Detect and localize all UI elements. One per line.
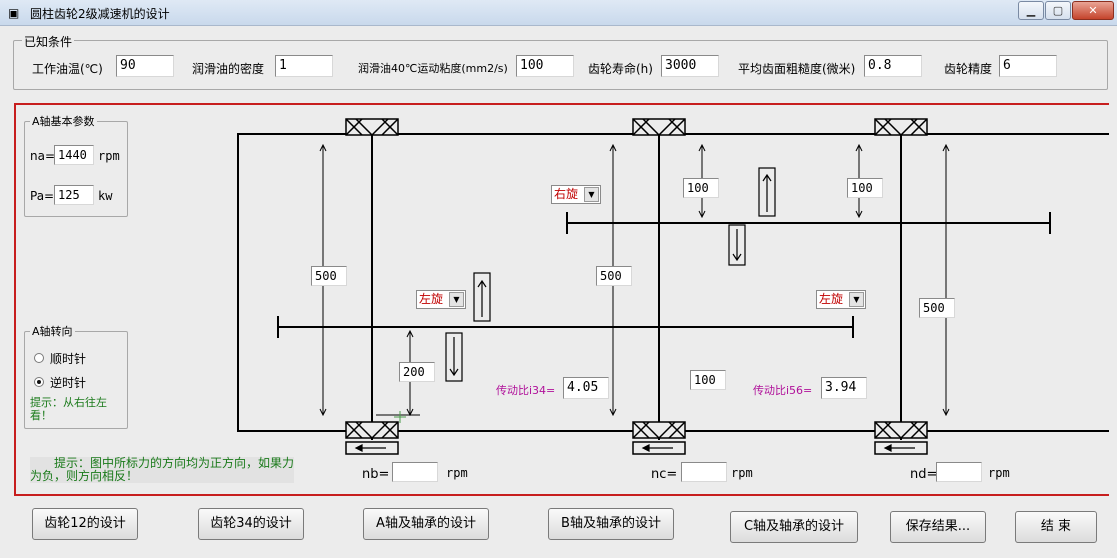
shaft-a-line: [371, 125, 373, 440]
shaft-c-design-button[interactable]: C轴及轴承的设计: [730, 511, 858, 543]
nd-unit: rpm: [988, 466, 1010, 480]
chevron-down-icon[interactable]: ▼: [849, 292, 864, 307]
title-bar: ▣ 圆柱齿轮2级减速机的设计 ▁ ▢ ✕: [0, 0, 1117, 26]
nb-field[interactable]: [392, 462, 438, 482]
surface-roughness-label: 平均齿面粗糙度(微米): [738, 62, 856, 76]
minimize-button[interactable]: ▁: [1018, 1, 1044, 20]
gear-precision-field[interactable]: 6: [999, 55, 1057, 77]
bearing-b-bottom: [632, 421, 686, 439]
ratio56-field[interactable]: 3.94: [821, 377, 867, 399]
close-icon: ✕: [1088, 4, 1098, 17]
shaft-a-design-button[interactable]: A轴及轴承的设计: [363, 508, 489, 540]
dim-shaft-a-span-field[interactable]: 500: [311, 266, 347, 286]
gear-mesh-34-right-end: [1049, 212, 1051, 234]
ratio34-label: 传动比i34=: [496, 384, 556, 397]
force-direction-hint: 提示：图中所标力的方向均为正方向，如果力为负，则方向相反！: [30, 456, 295, 483]
close-button[interactable]: ✕: [1072, 1, 1114, 20]
gear-life-label: 齿轮寿命(h): [588, 62, 653, 76]
counterclockwise-label[interactable]: 逆时针: [50, 376, 87, 390]
dim-mid-field[interactable]: 100: [690, 370, 726, 390]
gear-precision-label: 齿轮精度: [944, 62, 993, 76]
chevron-down-icon[interactable]: ▼: [584, 187, 599, 202]
helix-select-gear3[interactable]: 右旋 ▼: [551, 185, 601, 204]
finish-button[interactable]: 结 束: [1015, 511, 1097, 543]
a-shaft-rotation-title: A轴转向: [30, 323, 75, 339]
clockwise-label[interactable]: 顺时针: [50, 352, 87, 366]
gearbox-diagram-panel: A轴基本参数 na= 1440 rpm Pa= 125 kw A轴转向 顺时针 …: [14, 103, 1109, 496]
gear12-design-button[interactable]: 齿轮12的设计: [32, 508, 138, 540]
helix-select-gear1[interactable]: 左旋 ▼: [416, 290, 466, 309]
gear-life-field[interactable]: 3000: [661, 55, 719, 77]
dim-gear5-offset-field[interactable]: 100: [847, 178, 883, 198]
maximize-button[interactable]: ▢: [1045, 1, 1071, 20]
helix-select-gear5-value: 左旋: [819, 292, 844, 306]
oil-density-label: 润滑油的密度: [192, 62, 265, 76]
gear-mesh-34-left-end: [566, 212, 568, 234]
shaft-b-design-button[interactable]: B轴及轴承的设计: [548, 508, 674, 540]
nd-label: nd=: [910, 467, 938, 482]
helix-select-gear3-value: 右旋: [554, 187, 579, 201]
gear-mesh-12-left-end: [277, 316, 279, 338]
app-window-icon[interactable]: ▣: [8, 6, 20, 20]
pa-label: Pa=: [30, 189, 55, 203]
gear34-design-button[interactable]: 齿轮34的设计: [198, 508, 304, 540]
maximize-icon: ▢: [1052, 4, 1064, 17]
bearing-c-bottom: [874, 421, 928, 439]
clockwise-radio[interactable]: [34, 353, 44, 363]
helix-select-gear1-value: 左旋: [419, 292, 444, 306]
oil-density-field[interactable]: 1: [275, 55, 333, 77]
window-title: 圆柱齿轮2级减速机的设计: [30, 7, 170, 21]
oil-temp-label: 工作油温(℃): [32, 62, 103, 76]
bearing-a-bottom: [345, 421, 399, 439]
bearing-c-top: [874, 118, 928, 136]
shaft-b-line: [658, 125, 660, 440]
dim-gear1-offset-field[interactable]: 200: [399, 362, 435, 382]
pa-field[interactable]: 125: [54, 185, 94, 205]
a-shaft-params-title: A轴基本参数: [30, 113, 97, 129]
shaft-c-line: [900, 125, 902, 440]
dim-shaft-c-span-field[interactable]: 500: [919, 298, 955, 318]
save-results-button[interactable]: 保存结果...: [890, 511, 986, 543]
helix-select-gear5[interactable]: 左旋 ▼: [816, 290, 866, 309]
housing-left-line: [237, 133, 239, 432]
gear-mesh-line-12: [277, 326, 854, 328]
a-shaft-rotation-group: [24, 331, 128, 429]
bearing-b-top: [632, 118, 686, 136]
gear-mesh-line-34: [566, 222, 1051, 224]
nb-label: nb=: [362, 467, 390, 482]
oil-viscosity-field[interactable]: 100: [516, 55, 574, 77]
dim-shaft-b-span-field[interactable]: 500: [596, 266, 632, 286]
gear-mesh-12-right-end: [852, 316, 854, 338]
counterclockwise-radio[interactable]: [34, 377, 44, 387]
oil-temp-field[interactable]: 90: [116, 55, 174, 77]
nb-unit: rpm: [446, 466, 468, 480]
pa-unit: kw: [98, 189, 113, 203]
dim-gear3-offset-field[interactable]: 100: [683, 178, 719, 198]
rotation-hint: 提示：从右往左看！: [30, 396, 107, 422]
chevron-down-icon[interactable]: ▼: [449, 292, 464, 307]
ratio56-label: 传动比i56=: [753, 384, 813, 397]
bearing-a-top: [345, 118, 399, 136]
nc-field[interactable]: [681, 462, 727, 482]
nd-field[interactable]: [936, 462, 982, 482]
na-field[interactable]: 1440: [54, 145, 94, 165]
na-label: na=: [30, 149, 56, 163]
surface-roughness-field[interactable]: 0.8: [864, 55, 922, 77]
nc-label: nc=: [651, 467, 678, 482]
ratio34-field[interactable]: 4.05: [563, 377, 609, 399]
minimize-icon: ▁: [1026, 4, 1036, 17]
known-conditions-group: [13, 40, 1108, 90]
oil-viscosity-label: 润滑油40℃运动粘度(mm2/s): [358, 62, 508, 75]
na-unit: rpm: [98, 149, 120, 163]
nc-unit: rpm: [731, 466, 753, 480]
known-conditions-title: 已知条件: [22, 33, 75, 50]
